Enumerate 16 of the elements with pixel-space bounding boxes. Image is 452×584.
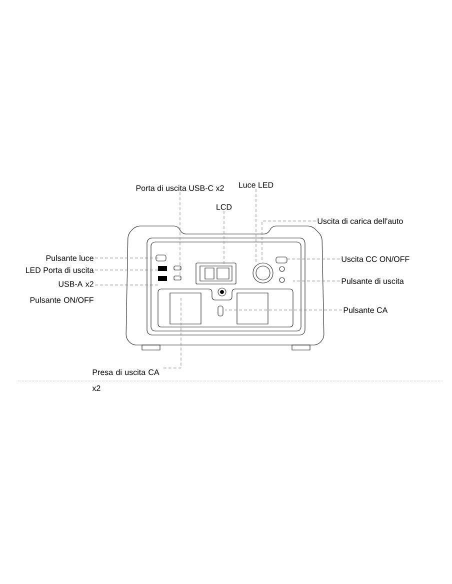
callout-label: LCD <box>216 204 232 210</box>
callout-label: Pulsante luce <box>46 255 94 261</box>
callout-label: Pulsante di uscita <box>342 278 404 284</box>
callout-label: Uscita CC ON/OFF <box>342 256 410 262</box>
callout-label: Porta di uscita USB-C x2 <box>136 185 224 191</box>
leader-line <box>286 258 340 260</box>
leader-line <box>262 220 316 262</box>
callout-label: Uscita di carica dell'auto <box>318 218 403 224</box>
callout-label: Presa di uscita CA x2 <box>92 369 160 391</box>
callout-label: USB-A x2 Pulsante ON/OFF <box>30 281 94 303</box>
leader-line <box>292 280 340 282</box>
leader-line <box>163 298 182 368</box>
callout-label: Pulsante CA <box>344 307 388 313</box>
leader-line <box>94 284 158 286</box>
callout-label: Luce LED <box>239 182 274 188</box>
callout-label: LED Porta di uscita <box>26 267 94 273</box>
